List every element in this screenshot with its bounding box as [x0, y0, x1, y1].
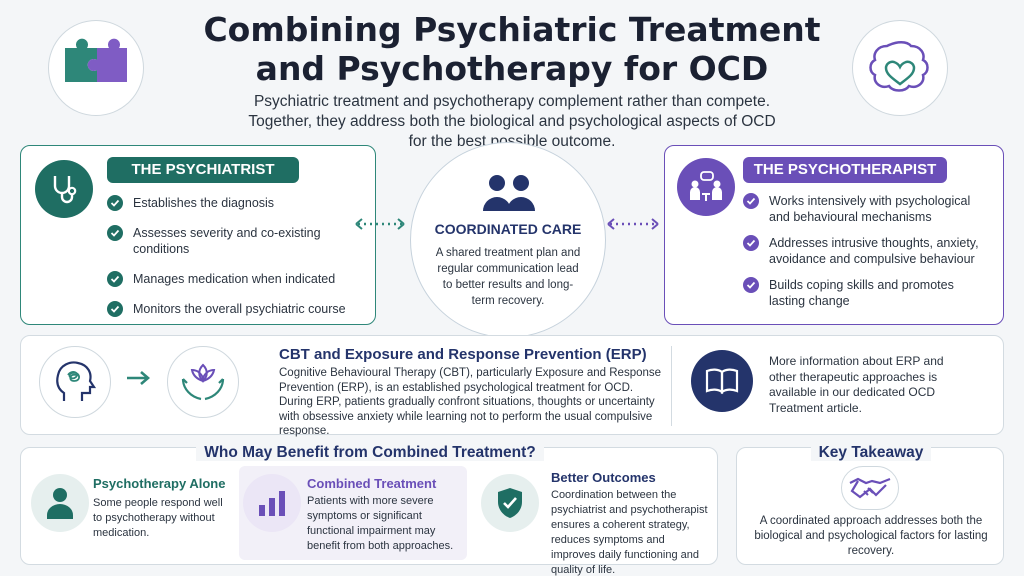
book-icon [691, 350, 753, 412]
coordinated-care-body: A shared treatment plan and regular comm… [435, 247, 581, 307]
check-icon [107, 195, 123, 211]
list-item: Addresses intrusive thoughts, anxiety, a… [743, 235, 991, 267]
psychiatrist-title: THE PSYCHIATRIST [107, 157, 299, 183]
psychotherapist-title: THE PSYCHOTHERAPIST [743, 157, 947, 183]
check-icon [743, 235, 759, 251]
takeaway-body: A coordinated approach addresses both th… [754, 515, 988, 557]
check-icon [743, 193, 759, 209]
check-icon [743, 277, 759, 293]
benefit-heading-text: Who May Benefit from Combined Treatment? [196, 444, 544, 461]
intro-line-2: Together, they address both the biologic… [248, 113, 776, 130]
page-title: Combining Psychiatric Treatment and Psyc… [190, 10, 834, 88]
benefit-card-title: Psychotherapy Alone [93, 476, 226, 491]
psychotherapist-card: THE PSYCHOTHERAPIST Works intensively wi… [664, 145, 1004, 325]
erp-more-info: More information about ERP and other the… [769, 354, 944, 415]
list-item: Establishes the diagnosis [107, 195, 367, 211]
psychiatrist-list: Establishes the diagnosis Assesses sever… [107, 195, 367, 331]
therapy-session-icon [677, 158, 735, 216]
psychiatrist-card: THE PSYCHIATRIST Establishes the diagnos… [20, 145, 376, 325]
benefit-card-body: Patients with more severe symptoms or si… [307, 495, 454, 552]
list-item: Monitors the overall psychiatric course [107, 301, 367, 317]
shield-check-icon [481, 474, 539, 532]
erp-body: Cognitive Behavioural Therapy (CBT), par… [279, 367, 662, 437]
benefit-section: Who May Benefit from Combined Treatment?… [20, 444, 719, 576]
intro-line-3: for the best possible outcome. [408, 133, 616, 150]
arrow-right-icon [125, 370, 151, 391]
list-item-text: Establishes the diagnosis [133, 196, 275, 210]
list-item: Manages medication when indicated [107, 271, 367, 287]
check-icon [107, 301, 123, 317]
erp-divider [671, 346, 672, 426]
double-arrow-right-icon [604, 216, 662, 232]
bar-chart-icon [243, 474, 301, 532]
takeaway-heading: Key Takeaway [737, 444, 1005, 462]
list-item-text: Addresses intrusive thoughts, anxiety, a… [769, 236, 979, 266]
benefit-heading: Who May Benefit from Combined Treatment? [21, 444, 719, 462]
list-item: Works intensively with psychological and… [743, 193, 991, 225]
puzzle-icon [48, 20, 144, 116]
list-item-text: Builds coping skills and promotes lastin… [769, 278, 954, 308]
coordinated-care-title: COORDINATED CARE [434, 221, 582, 237]
psychotherapist-list: Works intensively with psychological and… [743, 193, 991, 319]
brain-heart-icon [852, 20, 948, 116]
check-icon [107, 225, 123, 241]
benefit-card-body: Coordination between the psychiatrist an… [551, 489, 708, 576]
stethoscope-icon [35, 160, 93, 218]
intro-text: Psychiatric treatment and psychotherapy … [190, 92, 834, 152]
check-icon [107, 271, 123, 287]
list-item-text: Monitors the overall psychiatric course [133, 302, 346, 316]
takeaway-card: Key Takeaway A coordinated approach addr… [736, 444, 1005, 565]
list-item: Builds coping skills and promotes lastin… [743, 277, 991, 309]
list-item-text: Manages medication when indicated [133, 272, 336, 286]
erp-title: CBT and Exposure and Response Prevention… [279, 346, 647, 363]
intro-line-1: Psychiatric treatment and psychotherapy … [253, 93, 771, 110]
handshake-icon [841, 466, 899, 510]
title-line-1: Combining Psychiatric Treatment [203, 10, 821, 49]
erp-card: CBT and Exposure and Response Prevention… [20, 335, 1004, 437]
person-icon [31, 474, 89, 532]
double-arrow-left-icon [352, 216, 408, 232]
lotus-hands-icon [167, 346, 239, 418]
list-item-text: Works intensively with psychological and… [769, 194, 971, 224]
list-item: Assesses severity and co-existing condit… [107, 225, 367, 257]
benefit-card-title: Better Outcomes [551, 470, 656, 485]
people-icon [477, 173, 541, 218]
title-line-2: and Psychotherapy for OCD [255, 49, 769, 88]
benefit-card-title: Combined Treatment [307, 476, 437, 491]
coordinated-care-circle: COORDINATED CARE A shared treatment plan… [410, 142, 606, 338]
list-item-text: Assesses severity and co-existing condit… [133, 226, 321, 256]
head-tangle-icon [39, 346, 111, 418]
benefit-card-body: Some people respond well to psychotherap… [93, 497, 223, 539]
takeaway-heading-text: Key Takeaway [810, 444, 932, 461]
